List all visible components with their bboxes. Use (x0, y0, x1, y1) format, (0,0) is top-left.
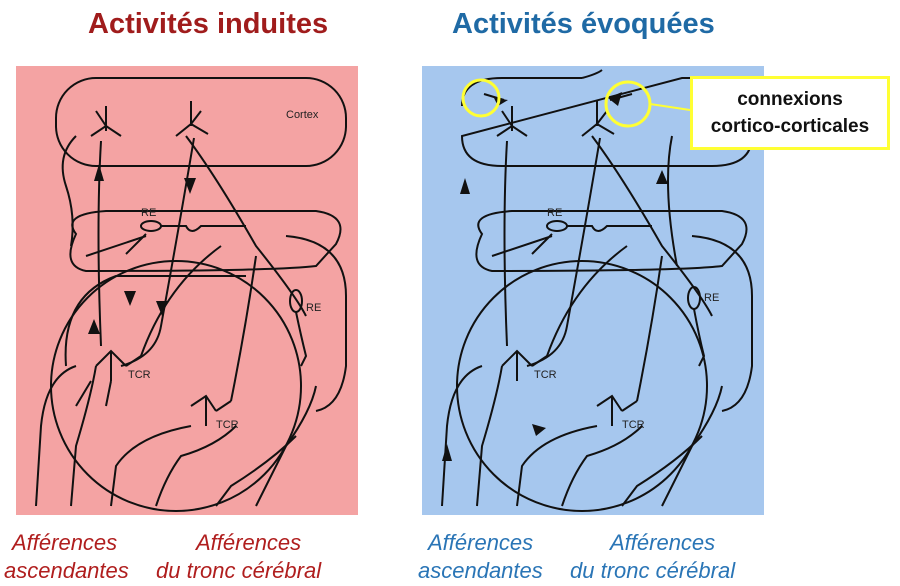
tcr1-axon (140, 245, 222, 357)
tcr-neuron-1 (95, 349, 142, 381)
cortex-gap-mark (581, 69, 603, 79)
brainstem-afferent-2 (155, 425, 237, 507)
re-nucleus-outline (475, 210, 748, 273)
cortical-neuron-1 (90, 106, 122, 137)
re-projection (491, 233, 553, 257)
ascending-afferent-1 (441, 365, 483, 507)
re-nucleus-outline (69, 210, 342, 273)
arrowhead-down-1 (184, 178, 196, 194)
outer-loop (64, 275, 246, 367)
re-neuron-2-body (687, 286, 701, 310)
thalamus-outline (50, 260, 302, 512)
arrowhead-down-3 (156, 301, 168, 316)
cortical-collateral (667, 135, 678, 267)
caption-left-afferences-1: Afférences (12, 530, 118, 555)
re-extension-outline (285, 235, 347, 412)
ct-axon-descending (526, 137, 601, 367)
ascending-afferent-1 (35, 365, 77, 507)
tcr-neuron-1-dendrites (75, 380, 112, 407)
tcr-neuron-2 (190, 394, 232, 426)
label-re: RE (141, 207, 156, 219)
re-dendrite (567, 225, 652, 232)
thalamocortical-circuit-diagram-evoked: RE RE TCR TCR (441, 69, 753, 512)
cortical-collateral (61, 135, 77, 247)
arrowhead-up-2 (88, 319, 100, 334)
label-re-2: RE (306, 302, 321, 314)
caption-right-afferences-2: Afférences (610, 530, 716, 555)
diagram-panel-induced: Cortex RE RE TCR TCR (16, 66, 358, 515)
brainstem-afferent-3 (621, 435, 703, 507)
arrowhead-up-2 (656, 170, 668, 184)
re-dendrite (161, 225, 246, 232)
caption-right-afferences-1: Afférences (428, 530, 534, 555)
callout-line-1: connexions (737, 89, 843, 110)
re-neuron-2-axon (693, 308, 706, 367)
brainstem-afferent-4 (661, 385, 723, 507)
cortical-neuron-2 (581, 101, 615, 137)
label-re: RE (547, 207, 562, 219)
ct-axon-descending (120, 137, 195, 367)
label-tcr-2: TCR (622, 419, 645, 431)
arrowhead-cc-right (608, 92, 622, 106)
caption-left-tronc: du tronc cérébral (156, 558, 322, 583)
callout-pointer (649, 103, 691, 111)
re-extension-outline (691, 235, 753, 412)
brainstem-afferent-3 (215, 435, 297, 507)
highlight-circle-left (461, 78, 501, 118)
brainstem-afferent-4 (255, 385, 317, 507)
re-neuron-2-axon (295, 311, 308, 367)
brainstem-afferent-1 (516, 425, 598, 507)
callout-line-2: cortico-corticales (710, 116, 870, 137)
cortex-outline (55, 77, 347, 167)
caption-right-tronc: du tronc cérébral (570, 558, 736, 583)
tc-axon-ascending (97, 140, 102, 347)
ascending-afferent-2 (476, 365, 503, 507)
cortical-neuron-2 (175, 101, 209, 137)
label-cortex: Cortex (286, 109, 319, 121)
re-neuron-body (140, 220, 162, 232)
brainstem-afferent-2 (561, 425, 643, 507)
arrowhead-down-2 (124, 291, 136, 306)
arrowhead-up-1 (94, 164, 104, 181)
label-tcr-2: TCR (216, 419, 239, 431)
label-re-2: RE (704, 292, 719, 304)
caption-right-ascendantes: ascendantes (418, 558, 543, 583)
ct-axon-to-re (591, 135, 713, 317)
title-activites-induites: Activités induites (88, 8, 329, 40)
label-tcr-1: TCR (128, 369, 151, 381)
tc-axon-ascending (503, 140, 508, 347)
caption-left-ascendantes: ascendantes (4, 558, 129, 583)
tcr1-axon (546, 245, 628, 357)
thalamus-outline (456, 260, 708, 512)
label-tcr-1: TCR (534, 369, 557, 381)
arrowhead-right-1 (532, 424, 546, 436)
re-projection (85, 233, 147, 257)
callout-cortico-cortical: connexions cortico-corticales (690, 76, 890, 150)
re-neuron-body (546, 220, 568, 232)
thalamocortical-circuit-diagram-induced: Cortex RE RE TCR TCR (35, 77, 347, 512)
cortical-neuron-1 (496, 106, 528, 137)
tcr2-axon (636, 255, 663, 402)
arrowhead-up-3 (442, 444, 452, 461)
caption-left-afferences-2: Afférences (196, 530, 302, 555)
ct-axon-to-re (185, 135, 307, 317)
tcr2-axon (230, 255, 257, 402)
brainstem-afferent-1 (110, 425, 192, 507)
arrowhead-up-1 (460, 178, 470, 194)
tcr-neuron-2 (596, 394, 638, 426)
highlight-circle-right (604, 80, 652, 128)
title-activites-evoquees: Activités évoquées (452, 8, 715, 40)
tcr-neuron-1 (501, 349, 548, 381)
ascending-afferent-2 (70, 365, 97, 507)
